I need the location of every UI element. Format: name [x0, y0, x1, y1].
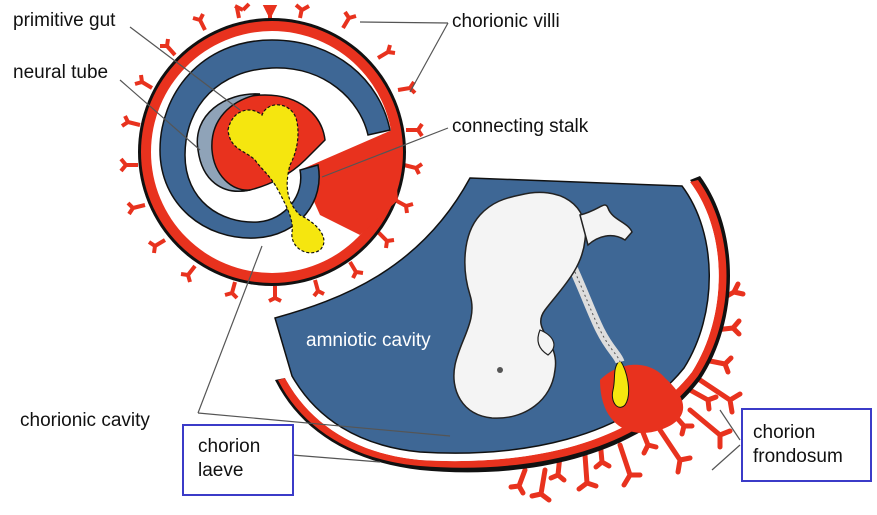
early-chorionic-sac	[121, 4, 422, 301]
label-connecting-stalk: connecting stalk	[452, 116, 588, 138]
label-chorion-frondosum-line2: frondosum	[753, 446, 843, 468]
label-chorion-frondosum-line1: chorion	[753, 422, 815, 444]
chorion-frondosum-box: chorion frondosum	[741, 408, 872, 482]
label-chorion-laeve-line2: laeve	[198, 460, 243, 482]
label-chorionic-cavity: chorionic cavity	[20, 410, 150, 432]
label-chorion-laeve-line1: chorion	[198, 436, 260, 458]
label-neural-tube: neural tube	[13, 62, 108, 84]
chorion-laeve-box: chorion laeve	[182, 424, 294, 496]
label-amniotic-cavity: amniotic cavity	[306, 330, 431, 352]
label-primitive-gut: primitive gut	[13, 10, 115, 32]
label-chorionic-villi: chorionic villi	[452, 11, 560, 33]
